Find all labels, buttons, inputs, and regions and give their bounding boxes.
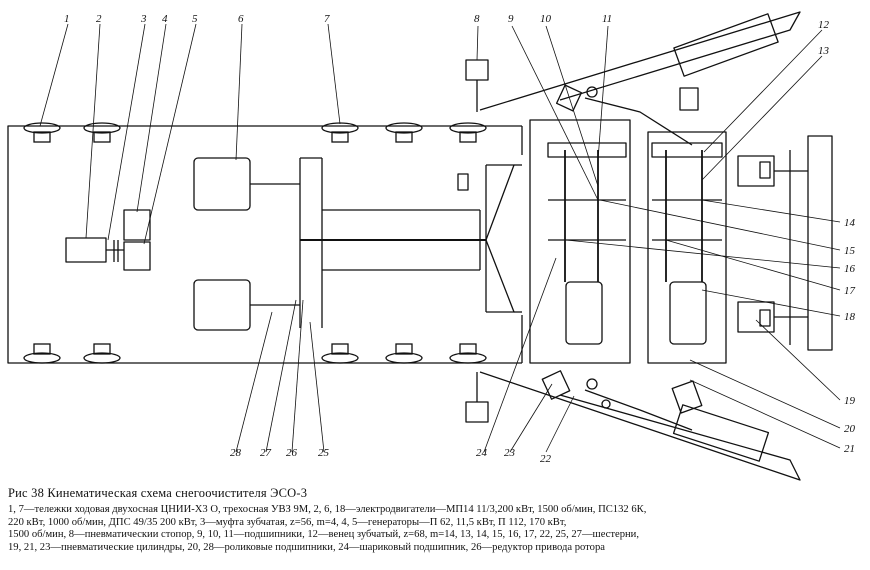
motor-18-right bbox=[669, 281, 707, 345]
label-23: 23 bbox=[504, 447, 516, 459]
label-21: 21 bbox=[844, 443, 855, 455]
label-26: 26 bbox=[286, 447, 298, 459]
cylinder-21 bbox=[671, 380, 703, 414]
label-1: 1 bbox=[64, 13, 70, 25]
label-5: 5 bbox=[192, 13, 198, 25]
label-2: 2 bbox=[96, 13, 102, 25]
label-7: 7 bbox=[324, 13, 330, 25]
bogie-7-bottom bbox=[321, 343, 487, 364]
stop-8-bottom bbox=[465, 401, 489, 423]
cylinder-19 bbox=[737, 301, 775, 333]
motor-18-left bbox=[565, 281, 603, 345]
label-8: 8 bbox=[474, 13, 480, 25]
caption-line: 1, 7—тележки ходовая двухосная ЦНИИ-Х3 О… bbox=[8, 504, 647, 515]
label-16: 16 bbox=[844, 263, 856, 275]
motor-6-bottom bbox=[193, 279, 251, 331]
bogie-1-top bbox=[23, 122, 121, 143]
label-10: 10 bbox=[540, 13, 552, 25]
label-15: 15 bbox=[844, 245, 856, 257]
label-6: 6 bbox=[238, 13, 244, 25]
caption-body: 1, 7—тележки ходовая двухосная ЦНИИ-Х3 О… bbox=[8, 504, 864, 554]
cylinder-23 bbox=[541, 370, 571, 400]
figure-caption: Рис 38 Кинематическая схема снегоочистит… bbox=[8, 486, 864, 554]
caption-line: 19, 21, 23—пневматические цилиндры, 20, … bbox=[8, 541, 605, 553]
motor-2 bbox=[65, 237, 107, 263]
label-22: 22 bbox=[540, 453, 552, 465]
label-17: 17 bbox=[844, 285, 856, 297]
main-frame bbox=[7, 125, 522, 364]
label-28: 28 bbox=[230, 447, 242, 459]
label-13: 13 bbox=[818, 45, 830, 57]
label-27: 27 bbox=[260, 447, 272, 459]
label-20: 20 bbox=[844, 423, 856, 435]
caption-line: 220 кВт, 1000 об/мин, ДПС 49/35 200 кВт,… bbox=[8, 516, 567, 528]
kinematic-scheme: 1 2 3 4 5 6 7 8 9 10 11 12 13 14 15 16 1… bbox=[7, 11, 856, 481]
caption-line: 1500 об/мин, 8—пневматическии стопор, 9,… bbox=[8, 529, 639, 541]
label-3: 3 bbox=[140, 13, 147, 25]
cylinder-19-top bbox=[737, 155, 775, 187]
label-18: 18 bbox=[844, 311, 856, 323]
label-25: 25 bbox=[318, 447, 330, 459]
label-9: 9 bbox=[508, 13, 514, 25]
label-11: 11 bbox=[602, 13, 612, 25]
label-19: 19 bbox=[844, 395, 856, 407]
motor-6-top bbox=[193, 157, 251, 211]
rotor-box-left bbox=[529, 119, 631, 364]
label-4: 4 bbox=[162, 13, 168, 25]
label-24: 24 bbox=[476, 447, 488, 459]
label-12: 12 bbox=[818, 19, 830, 31]
right-end-frame bbox=[807, 135, 833, 351]
rotor-box-right bbox=[647, 131, 727, 364]
upper-wing bbox=[479, 11, 801, 111]
bogie-1-bottom bbox=[23, 343, 121, 364]
stop-8-top bbox=[465, 59, 489, 81]
label-14: 14 bbox=[844, 217, 856, 229]
generator-5 bbox=[123, 241, 151, 271]
caption-title: Рис 38 Кинематическая схема снегоочистит… bbox=[8, 486, 308, 500]
